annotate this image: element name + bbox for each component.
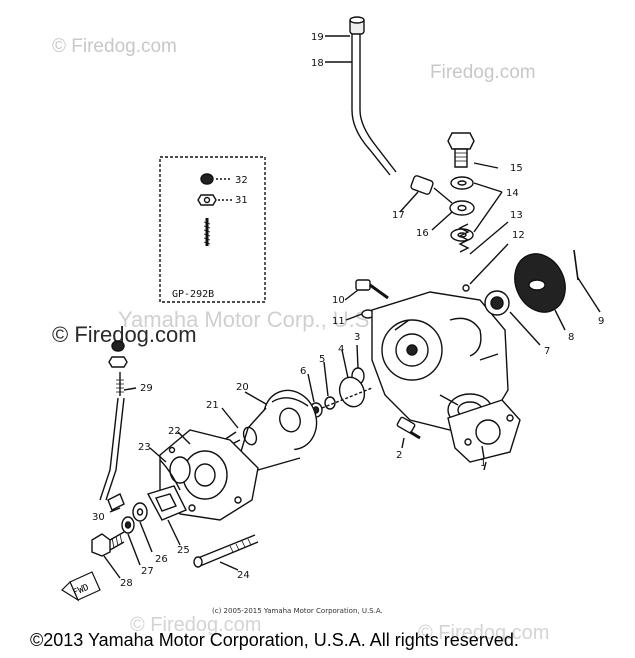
inner-copyright: (c) 2005-2015 Yamaha Motor Corporation, … <box>212 607 383 615</box>
callout-7: 7 <box>544 346 550 357</box>
callout-22: 22 <box>168 426 181 437</box>
callout-labels: 1234567891011121314151617181920212223242… <box>92 32 604 589</box>
callout-9: 9 <box>598 316 604 327</box>
callout-17: 17 <box>392 210 405 221</box>
callout-23: 23 <box>138 442 151 453</box>
inset-box-label: GP-292B <box>172 289 214 300</box>
firedog-watermark: © Firedog.com <box>130 614 262 636</box>
callout-28: 28 <box>120 578 133 589</box>
callout-20: 20 <box>236 382 249 393</box>
inset-box <box>160 157 265 302</box>
callout-26: 26 <box>155 554 168 565</box>
callout-6: 6 <box>300 366 306 377</box>
callout-27: 27 <box>141 566 154 577</box>
callout-31: 31 <box>235 195 248 206</box>
callout-2: 2 <box>396 450 402 461</box>
callout-5: 5 <box>319 354 325 365</box>
callout-4: 4 <box>338 344 344 355</box>
callout-16: 16 <box>416 228 429 239</box>
callout-32: 32 <box>235 175 248 186</box>
callout-1: 1 <box>480 458 486 469</box>
callout-10: 10 <box>332 295 345 306</box>
callout-21: 21 <box>206 400 219 411</box>
callout-14: 14 <box>506 188 519 199</box>
firedog-watermark: Firedog.com <box>430 62 536 83</box>
callout-12: 12 <box>512 230 525 241</box>
callout-25: 25 <box>177 545 190 556</box>
callout-19: 19 <box>311 32 324 43</box>
firedog-watermark: © Firedog.com <box>52 36 177 57</box>
callout-3: 3 <box>354 332 360 343</box>
yamaha-watermark: Yamaha Motor Corp., U.S.A. <box>118 307 397 332</box>
callout-11: 11 <box>332 316 345 327</box>
callout-13: 13 <box>510 210 523 221</box>
callout-24: 24 <box>237 570 250 581</box>
callout-29: 29 <box>140 383 153 394</box>
copyright-footer: ©2013 Yamaha Motor Corporation, U.S.A. A… <box>30 630 519 650</box>
callout-8: 8 <box>568 332 574 343</box>
firedog-watermark: © Firedog.com <box>52 322 197 347</box>
callout-30: 30 <box>92 512 105 523</box>
callout-18: 18 <box>311 58 324 69</box>
firedog-watermark: © Firedog.com <box>418 622 550 644</box>
callout-15: 15 <box>510 163 523 174</box>
